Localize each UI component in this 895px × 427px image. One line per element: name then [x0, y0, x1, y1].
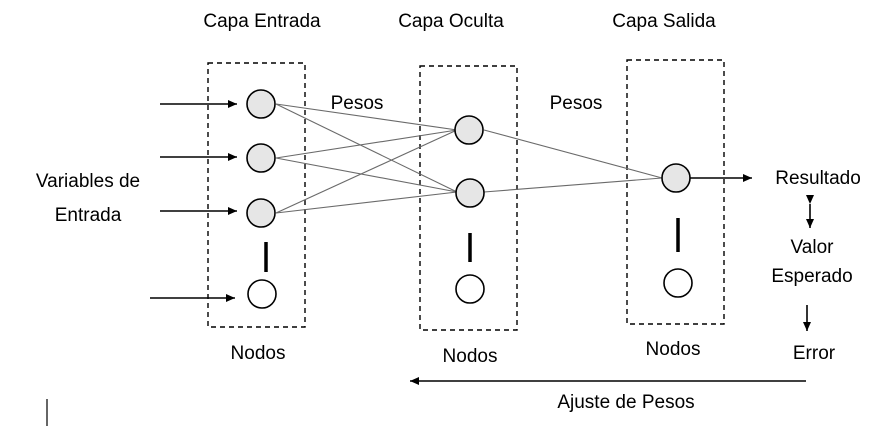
weights-hidden-output	[483, 129, 663, 193]
input-layer-title: Capa Entrada	[203, 11, 321, 32]
output-node-1	[661, 163, 691, 193]
input-variables-label-line2: Entrada	[55, 205, 122, 226]
output-layer-box	[626, 59, 725, 325]
hidden-node-n	[455, 274, 485, 304]
input-node-1	[246, 89, 276, 119]
weights-label-1: Pesos	[331, 93, 384, 114]
output-node-n	[663, 268, 693, 298]
input-layer-box	[207, 62, 306, 328]
weights-label-2: Pesos	[550, 93, 603, 114]
expected-value-label-line1: Valor	[791, 237, 835, 258]
input-layer-caption: Nodos	[231, 343, 286, 364]
result-label: Resultado	[775, 168, 861, 189]
hidden-layer-title: Capa Oculta	[398, 11, 504, 32]
error-label: Error	[793, 343, 836, 364]
output-layer-title: Capa Salida	[612, 11, 716, 32]
weights-input-hidden	[275, 103, 458, 214]
hidden-layer-box	[419, 65, 518, 331]
hidden-layer-caption: Nodos	[443, 346, 498, 367]
weight-adjust-label: Ajuste de Pesos	[557, 392, 694, 413]
hidden-node-1	[454, 115, 484, 145]
hidden-node-2	[455, 178, 485, 208]
output-layer-caption: Nodos	[646, 339, 701, 360]
input-node-2	[246, 143, 276, 173]
input-node-3	[246, 198, 276, 228]
input-node-n	[247, 279, 277, 309]
expected-value-label-line2: Esperado	[771, 266, 852, 287]
input-variables-label-line1: Variables de	[36, 171, 140, 192]
